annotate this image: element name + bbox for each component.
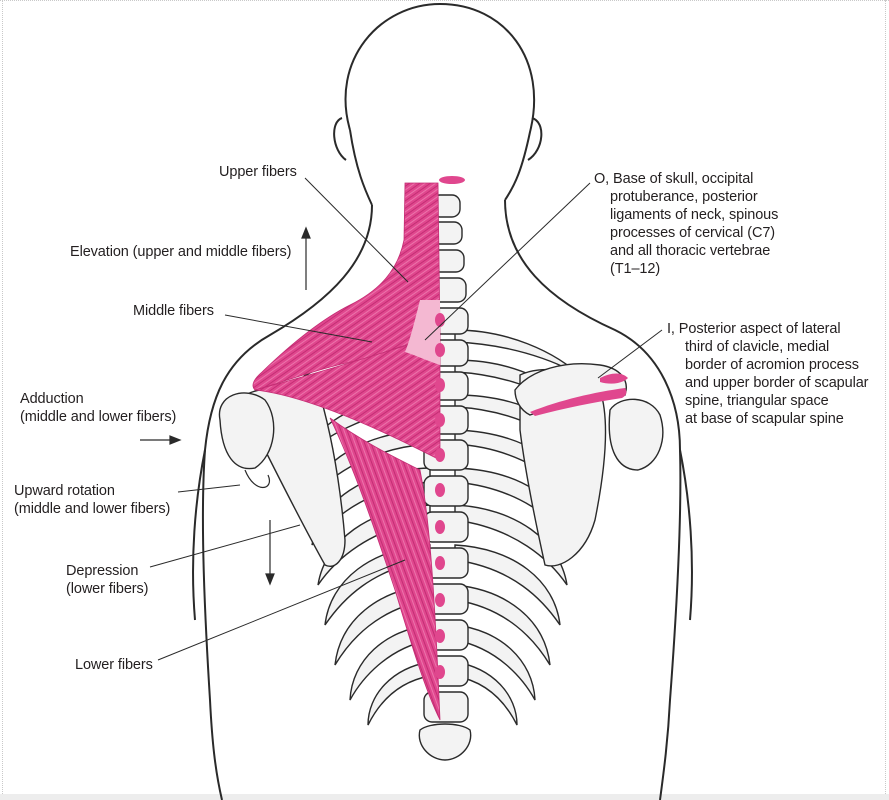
insertion-line-6: at base of scapular spine — [685, 411, 844, 427]
leader-lines — [149, 177, 663, 661]
origin-line-4: processes of cervical (C7) — [610, 225, 776, 241]
origin-line-2: protuberance, posterior — [610, 189, 758, 205]
frame-edge-top — [0, 0, 889, 3]
frame-edge-bottom — [0, 794, 889, 800]
insertion-line-3: border of acromion process — [685, 357, 859, 373]
label-depression-line2: (lower fibers) — [66, 581, 149, 597]
origin-line-6: (T1–12) — [610, 261, 661, 277]
label-origin: O, Base of skull, occipital protuberance… — [594, 170, 778, 278]
insertion-line-2: third of clavicle, medial — [685, 339, 830, 355]
origin-line-3: ligaments of neck, spinous — [610, 207, 779, 223]
origin-line-1: O, Base of skull, occipital — [594, 171, 754, 187]
body-outline — [192, 2, 693, 800]
label-depression: Depression (lower fibers) — [66, 562, 149, 598]
label-adduction: Adduction (middle and lower fibers) — [20, 390, 176, 426]
label-upward-rotation: Upward rotation (middle and lower fibers… — [14, 482, 170, 518]
label-elevation: Elevation (upper and middle fibers) — [70, 244, 292, 260]
label-insertion: I, Posterior aspect of lateral third of … — [667, 320, 869, 428]
label-middle-fibers: Middle fibers — [133, 303, 214, 319]
insertion-line-5: spine, triangular space — [685, 393, 829, 409]
frame-edge-left — [2, 0, 4, 800]
skeleton — [218, 329, 664, 726]
frame-edge-right — [885, 0, 887, 800]
origin-line-5: and all thoracic vertebrae — [610, 243, 771, 259]
trapezius-muscle — [252, 176, 628, 721]
label-lower-fibers: Lower fibers — [75, 657, 153, 673]
label-upper-fibers: Upper fibers — [219, 164, 297, 180]
insertion-line-1: I, Posterior aspect of lateral — [667, 321, 841, 337]
insertion-line-4: and upper border of scapular — [685, 375, 869, 391]
label-upward-rotation-line2: (middle and lower fibers) — [14, 501, 171, 517]
label-adduction-line1: Adduction — [20, 391, 84, 407]
action-arrows — [140, 226, 311, 586]
label-adduction-line2: (middle and lower fibers) — [20, 409, 177, 425]
label-upward-rotation-line1: Upward rotation — [14, 483, 115, 499]
label-depression-line1: Depression — [66, 563, 139, 579]
